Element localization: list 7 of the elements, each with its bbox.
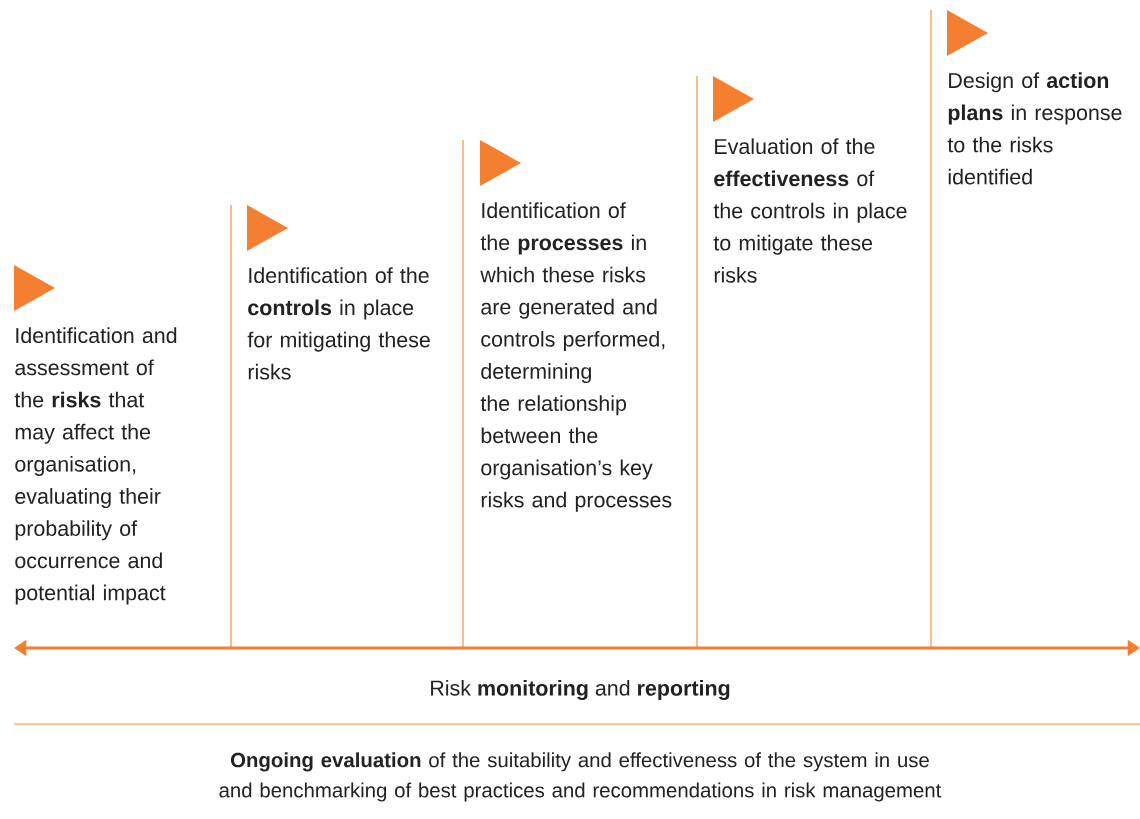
step-text: Identification of the processes in which these risks are generated and controls performed, determining the relationship between the organisation’s key risks and processes: [480, 202, 672, 512]
note-text: Ongoing evaluation of the suitability and effectiveness of the system in use and benchmarking of best practices and recommendations in risk management: [219, 752, 942, 802]
axis-label: Risk monitoring and reporting: [431, 679, 730, 701]
step-text: Evaluation of the effectiveness of the controls in place to mitigate these risks: [713, 138, 907, 283]
step-text: Identification of the controls in place for mitigating these risks: [247, 267, 430, 380]
step-text: Design of action plans in response to the risks identified: [947, 72, 1122, 185]
step-text: Identification and assessment of the risks that may affect the organisation, evaluating their probability of occurrence and potential impact: [14, 327, 177, 605]
